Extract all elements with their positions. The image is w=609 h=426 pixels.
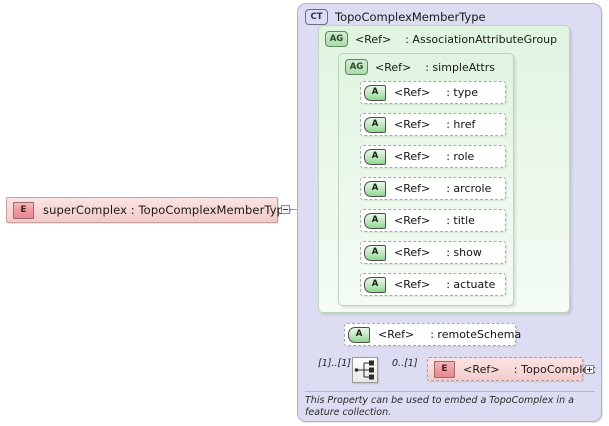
attribute-label: <Ref> : actuate — [394, 278, 495, 291]
attribute-row[interactable]: A <Ref> : role — [360, 145, 506, 168]
attributegroup-name: : AssociationAttributeGroup — [405, 32, 558, 46]
attribute-name: : actuate — [446, 278, 496, 291]
attribute-icon: A — [364, 148, 386, 165]
attribute-row[interactable]: A <Ref> : arcrole — [360, 177, 506, 200]
attribute-icon: A — [348, 326, 370, 343]
element-topocomplex[interactable]: E <Ref> : TopoComplex — [427, 357, 596, 381]
element-name: : TopoComplex — [513, 362, 596, 376]
element-icon: E — [434, 360, 455, 378]
attribute-ref: <Ref> — [394, 214, 431, 227]
element-superComplex[interactable]: E superComplex : TopoComplexMemberType — [6, 197, 291, 223]
attributegroup-ref: <Ref> — [355, 32, 392, 46]
attribute-row[interactable]: A <Ref> : href — [360, 113, 506, 136]
attribute-name: : type — [446, 86, 479, 99]
attribute-label: <Ref> : title — [394, 214, 475, 227]
attribute-name: : arcrole — [446, 182, 492, 195]
attribute-label: <Ref> : arcrole — [394, 182, 491, 195]
complextype-icon: CT — [305, 9, 328, 25]
complextype-title: TopoComplexMemberType — [335, 10, 486, 24]
attribute-label: <Ref> : role — [394, 150, 474, 163]
attribute-row[interactable]: A <Ref> : title — [360, 209, 506, 232]
attributegroup-header: AG <Ref> : simpleAttrs — [345, 59, 495, 75]
attribute-ref: <Ref> — [394, 278, 431, 291]
attribute-name: : href — [446, 118, 476, 131]
attribute-name: : title — [446, 214, 475, 227]
attribute-ref: <Ref> — [378, 328, 415, 341]
element-label: superComplex : TopoComplexMemberType — [43, 203, 292, 217]
attribute-name: : remoteSchema — [430, 328, 522, 341]
attribute-ref: <Ref> — [394, 118, 431, 131]
collapse-toggle-superComplex[interactable] — [281, 205, 290, 214]
attribute-label: <Ref> : href — [394, 118, 475, 131]
element-icon: E — [13, 201, 34, 219]
attribute-icon: A — [364, 180, 386, 197]
attributegroup-ref: <Ref> — [375, 60, 412, 74]
attribute-ref: <Ref> — [394, 182, 431, 195]
attribute-icon: A — [364, 84, 386, 101]
attribute-icon: A — [364, 276, 386, 293]
attribute-row[interactable]: A <Ref> : type — [360, 81, 506, 104]
attribute-icon: A — [364, 116, 386, 133]
attribute-icon: A — [364, 212, 386, 229]
complextype-header: CT TopoComplexMemberType — [305, 9, 486, 25]
attribute-label: <Ref> : type — [394, 86, 478, 99]
attribute-label: <Ref> : remoteSchema — [378, 328, 521, 341]
expand-toggle-topocomplex[interactable] — [585, 365, 594, 374]
attributegroup-header: AG <Ref> : AssociationAttributeGroup — [325, 31, 557, 47]
attribute-ref: <Ref> — [394, 246, 431, 259]
cardinality-left: [1]..[1] — [318, 358, 351, 369]
element-ref: <Ref> — [463, 362, 500, 376]
cardinality-right: 0..[1] — [392, 358, 418, 369]
attribute-ref: <Ref> — [394, 150, 431, 163]
attribute-icon: A — [364, 244, 386, 261]
attributegroup-icon: AG — [325, 31, 348, 47]
attribute-name: : show — [446, 246, 482, 259]
attribute-name: : role — [446, 150, 475, 163]
attribute-row-remoteschema[interactable]: A <Ref> : remoteSchema — [344, 323, 521, 346]
element-label: <Ref> : TopoComplex — [463, 363, 596, 376]
attributegroup-label: <Ref> : simpleAttrs — [375, 61, 495, 74]
attribute-label: <Ref> : show — [394, 246, 482, 259]
attribute-ref: <Ref> — [394, 86, 431, 99]
attribute-row[interactable]: A <Ref> : actuate — [360, 273, 506, 296]
attributegroup-icon: AG — [345, 59, 368, 75]
attribute-row[interactable]: A <Ref> : show — [360, 241, 506, 264]
sequence-compositor-icon[interactable] — [352, 357, 378, 383]
attributegroup-name: : simpleAttrs — [425, 60, 495, 74]
annotation-text: This Property can be used to embed a Top… — [305, 391, 595, 418]
attributegroup-label: <Ref> : AssociationAttributeGroup — [355, 33, 557, 46]
